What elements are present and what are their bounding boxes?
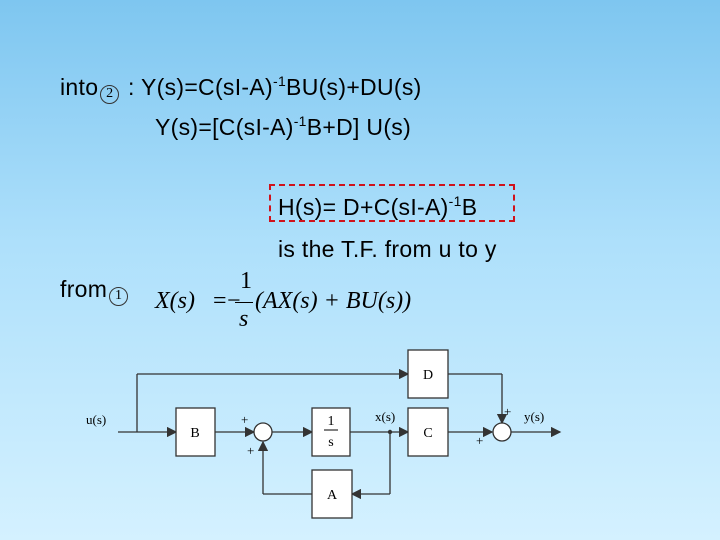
block-B-label: B bbox=[190, 426, 199, 441]
fraction-numerator: 1 bbox=[240, 268, 252, 294]
block-A bbox=[311, 469, 353, 519]
transfer-function-equation: H(s)= D+C(sI-A)-1B bbox=[278, 193, 478, 220]
into-label: into bbox=[60, 74, 99, 100]
sign-sum2-bottom: + bbox=[476, 433, 483, 448]
from-label: from bbox=[60, 276, 108, 302]
block-A-label: A bbox=[327, 488, 338, 503]
sign-sum2-top: + bbox=[504, 404, 511, 419]
state-eq-lhs: X(s) bbox=[155, 288, 195, 314]
block-C-label: C bbox=[423, 426, 432, 441]
transfer-function-highlight bbox=[269, 184, 515, 222]
state-eq-rhs: (AX(s) + BU(s)) bbox=[255, 288, 412, 314]
summing-junction-1 bbox=[253, 422, 273, 442]
integrator-numerator: 1 bbox=[328, 414, 335, 429]
circled-marker-2: 2 bbox=[100, 85, 120, 104]
summing-junction-2 bbox=[492, 422, 512, 442]
sign-sum1-bottom: + bbox=[247, 443, 254, 458]
block-C bbox=[407, 407, 449, 457]
circled-marker-1: 1 bbox=[109, 287, 129, 306]
block-D bbox=[407, 349, 449, 399]
equation-1: : Y(s)=C(sI-A)-1BU(s)+DU(s) bbox=[128, 73, 422, 100]
block-integrator bbox=[311, 407, 351, 457]
input-label: u(s) bbox=[86, 412, 106, 427]
integrator-denominator: s bbox=[328, 435, 333, 450]
block-B bbox=[175, 407, 216, 457]
equation-2: Y(s)=[C(sI-A)-1B+D] U(s) bbox=[155, 113, 412, 140]
block-D-label: D bbox=[423, 368, 433, 383]
output-label: y(s) bbox=[524, 409, 544, 424]
transfer-function-note: is the T.F. from u to y bbox=[278, 236, 497, 262]
state-label: x(s) bbox=[375, 409, 395, 424]
sign-sum1-left: + bbox=[241, 412, 248, 427]
fraction-denominator: s bbox=[239, 306, 249, 332]
